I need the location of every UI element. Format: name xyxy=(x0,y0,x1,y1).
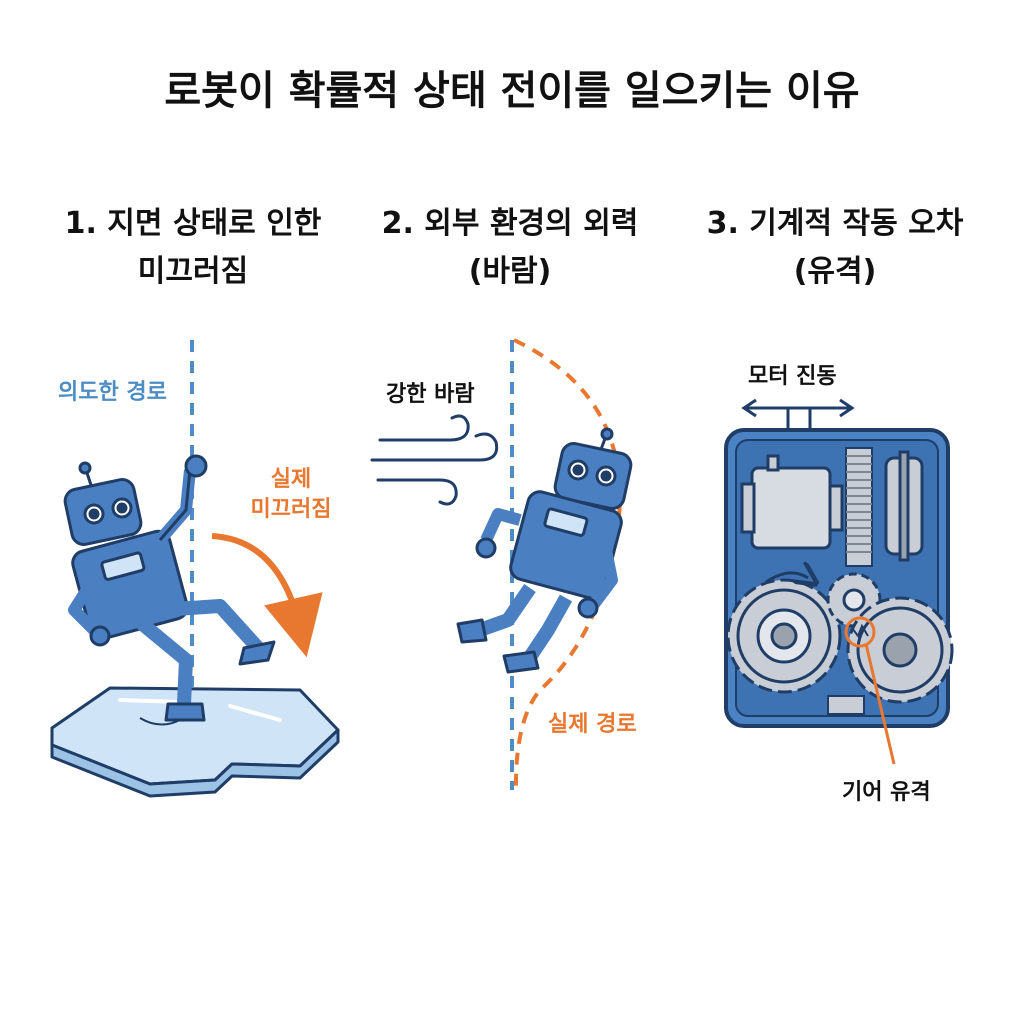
wind-gust-icon xyxy=(370,414,499,506)
panel2-illustration xyxy=(370,338,633,791)
gear-right-icon xyxy=(846,596,954,704)
ice-slab-icon xyxy=(50,686,340,798)
rotation-arrow xyxy=(765,573,808,582)
gear-backlash-label: 기어 유격 xyxy=(842,780,931,805)
robot-wind-icon xyxy=(456,427,633,674)
pulley xyxy=(884,450,924,562)
actual-slip-label-line1: 실제 xyxy=(270,467,312,492)
motor-icon xyxy=(740,454,844,550)
motor-vibration-label: 모터 진동 xyxy=(748,364,837,389)
rack-gear xyxy=(845,447,873,567)
panel3-heading-line2: (유격) xyxy=(793,254,877,289)
backlash-highlight xyxy=(844,616,876,648)
backlash-leader-line xyxy=(864,643,896,765)
actual-slip-label: 실제 미끄러짐 xyxy=(236,465,346,525)
panel3-heading: 3. 기계적 작동 오차 (유격) xyxy=(670,200,1000,296)
panel1-heading: 1. 지면 상태로 인한 미끄러짐 xyxy=(28,200,358,296)
page-title: 로봇이 확률적 상태 전이를 일으키는 이유 xyxy=(164,68,860,114)
panel2-heading: 2. 외부 환경의 외력 (바람) xyxy=(345,200,675,296)
actual-slip-label-line2: 미끄러짐 xyxy=(250,497,332,522)
panel1-illustration xyxy=(50,340,340,798)
slip-arrow xyxy=(211,533,323,658)
panel3-illustration xyxy=(724,398,954,765)
panel1-heading-line1: 1. 지면 상태로 인한 xyxy=(64,206,322,241)
intended-path-label: 의도한 경로 xyxy=(58,380,167,405)
panel1-heading-line2: 미끄러짐 xyxy=(137,254,249,289)
panel2-heading-line1: 2. 외부 환경의 외력 xyxy=(381,206,639,241)
wind-label: 강한 바람 xyxy=(386,382,475,407)
robot-slipping-icon xyxy=(63,454,276,722)
actual-path-label: 실제 경로 xyxy=(548,712,637,737)
panel2-heading-line2: (바람) xyxy=(468,254,552,289)
gear-large-icon xyxy=(726,578,842,694)
panel3-heading-line1: 3. 기계적 작동 오차 xyxy=(706,206,964,241)
